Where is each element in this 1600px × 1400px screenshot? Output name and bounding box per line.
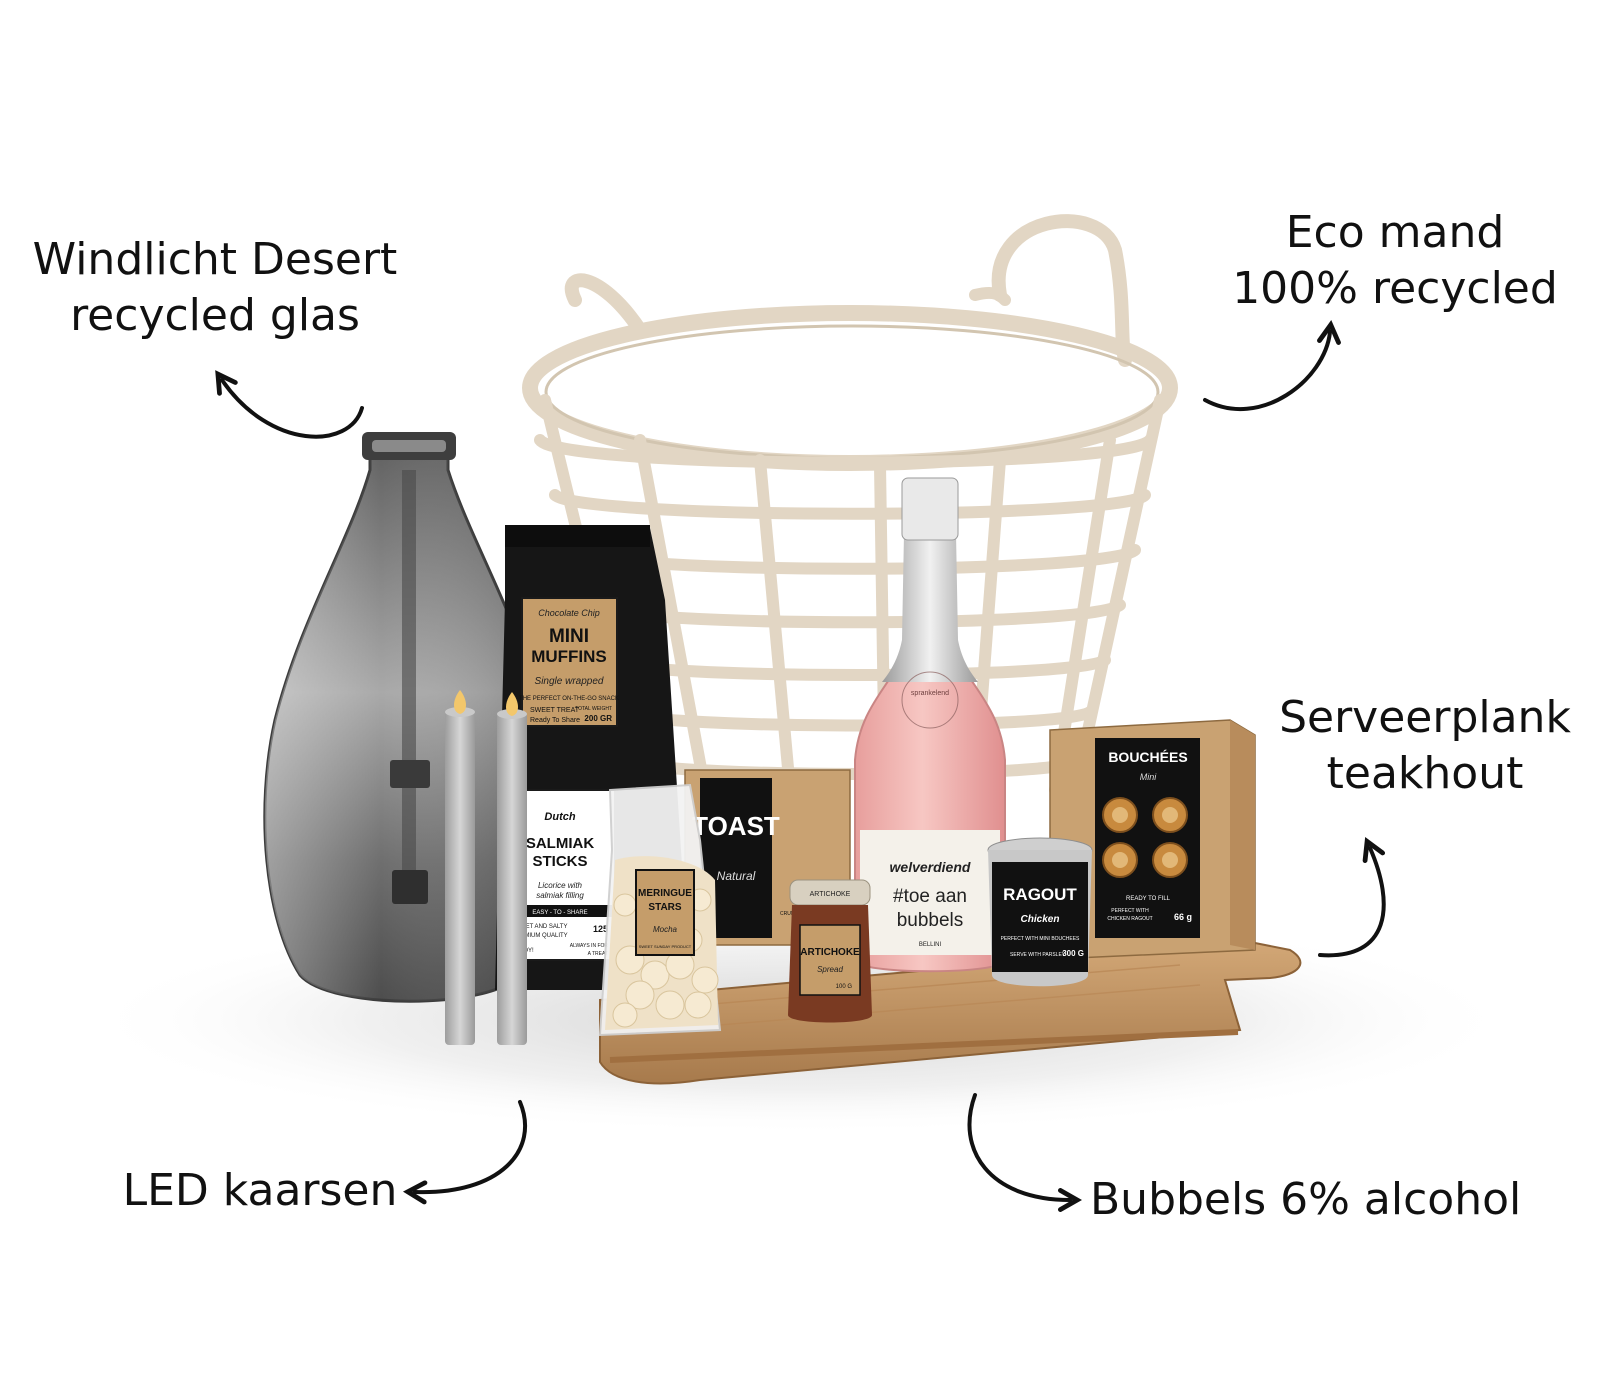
salmiak-note-2: PREMIUM QUALITY: [512, 933, 568, 939]
arrow-plank: [1318, 836, 1386, 958]
bubbels-neck-text: sprankelend: [911, 690, 949, 697]
artichoke-title: ARTICHOKE: [800, 947, 860, 958]
artichoke-sub: Spread: [817, 965, 843, 974]
bouchees-title: BOUCHÉES: [1108, 749, 1187, 765]
meringue-title-2: STARS: [648, 902, 681, 913]
bouchees-weight: 66 g: [1174, 912, 1192, 922]
ragout-weight: 300 G: [1062, 949, 1084, 958]
arrow-bubbels: [967, 1093, 1083, 1212]
muffins-note-1: SWEET TREAT: [530, 707, 580, 714]
ragout-note-2: SERVE WITH PARSLEY: [1010, 952, 1066, 958]
salmiak-weight: 125: [593, 924, 608, 934]
label-bubbels-line-1: Bubbels 6% alcohol: [1090, 1174, 1522, 1225]
label-plank-line-1: Serveerplank: [1279, 692, 1571, 743]
muffins-small-text: Chocolate Chip: [538, 608, 600, 618]
arrow-kaarsen: [402, 1100, 527, 1205]
toast-title: TOAST: [692, 811, 780, 841]
bouchees-note-1: PERFECT WITH: [1111, 908, 1149, 914]
bubbels-line-2: bubbels: [897, 910, 964, 931]
salmiak-title-2: STICKS: [532, 853, 587, 870]
windlicht-glass-lantern: [263, 432, 557, 1003]
label-windlicht: Windlicht Desert recycled glas: [30, 232, 400, 344]
meringue-tag: SWEET SUNDAY PRODUCT: [639, 944, 692, 949]
label-kaarsen-line-1: LED kaarsen: [122, 1165, 398, 1216]
muffins-title-1: MINI: [549, 626, 589, 647]
bubbels-bottle: sprankelend welverdiend #toe aan bubbels…: [854, 477, 1006, 973]
bubbels-brand: welverdiend: [890, 859, 971, 875]
salmiak-sub-1: Licorice with: [538, 881, 583, 890]
led-candles: [445, 690, 527, 1045]
bouchees-tag: READY TO FILL: [1126, 896, 1171, 902]
muffins-note-2: Ready To Share: [530, 717, 580, 724]
label-mand-line-1: Eco mand: [1285, 207, 1505, 258]
bubbels-line-1: #toe aan: [893, 886, 967, 907]
salmiak-tag: EASY - TO - SHARE: [532, 910, 587, 916]
salmiak-title-1: SALMIAK: [526, 835, 594, 852]
meringue-title-1: MERINGUE: [638, 888, 692, 899]
ragout-can: RAGOUT Chicken PERFECT WITH MINI BOUCHEE…: [987, 837, 1093, 987]
muffins-weight-label: TOTAL WEIGHT: [575, 706, 612, 712]
salmiak-sub-2: salmiak filling: [536, 891, 584, 900]
ragout-title: RAGOUT: [1003, 885, 1077, 904]
meringue-stars-bag: MERINGUE STARS Mocha SWEET SUNDAY PRODUC…: [598, 783, 722, 1037]
bouchees-box: BOUCHÉES Mini READY TO FILL PERFECT WITH…: [1049, 719, 1256, 959]
ragout-sub: Chicken: [1021, 914, 1060, 925]
label-mand-line-2: 100% recycled: [1232, 263, 1558, 314]
salmiak-note-1: SWEET AND SALTY: [512, 924, 567, 930]
teak-serving-board: [599, 938, 1302, 1085]
salmiak-small: Dutch: [544, 811, 575, 823]
label-plank-line-2: teakhout: [1326, 748, 1524, 799]
label-windlicht-line-1: Windlicht Desert: [32, 234, 398, 285]
muffins-sub: Single wrapped: [535, 676, 604, 687]
salmiak-treat-1: ALWAYS IN FOR: [570, 943, 609, 949]
label-bubbels: Bubbels 6% alcohol: [1090, 1172, 1522, 1228]
arrow-mand: [1203, 320, 1341, 412]
bubbels-variety: BELLINI: [919, 942, 942, 948]
bouchees-note-2: CHICKEN RAGOUT: [1107, 916, 1152, 922]
label-mand: Eco mand 100% recycled: [1230, 205, 1560, 317]
artichoke-lid: ARTICHOKE: [810, 891, 851, 898]
salmiak-treat-2: A TREAT: [588, 951, 608, 957]
ragout-note-1: PERFECT WITH MINI BOUCHEES: [1001, 936, 1080, 942]
artichoke-jar: ARTICHOKE ARTICHOKE Spread 100 G: [788, 879, 872, 1023]
muffins-weight: 200 GR: [584, 714, 612, 723]
meringue-sub: Mocha: [653, 925, 678, 934]
label-kaarsen: LED kaarsen: [120, 1163, 400, 1219]
label-windlicht-line-2: recycled glas: [70, 290, 360, 341]
artichoke-weight: 100 G: [836, 984, 853, 990]
label-plank: Serveerplank teakhout: [1270, 690, 1580, 802]
muffins-title-2: MUFFINS: [531, 647, 607, 666]
annotation-arrows: [215, 320, 1386, 1212]
muffins-tag: THE PERFECT ON-THE-GO SNACK: [519, 696, 619, 702]
toast-sub: Natural: [717, 869, 756, 883]
arrow-windlicht: [215, 370, 364, 439]
bouchees-sub: Mini: [1140, 772, 1158, 782]
